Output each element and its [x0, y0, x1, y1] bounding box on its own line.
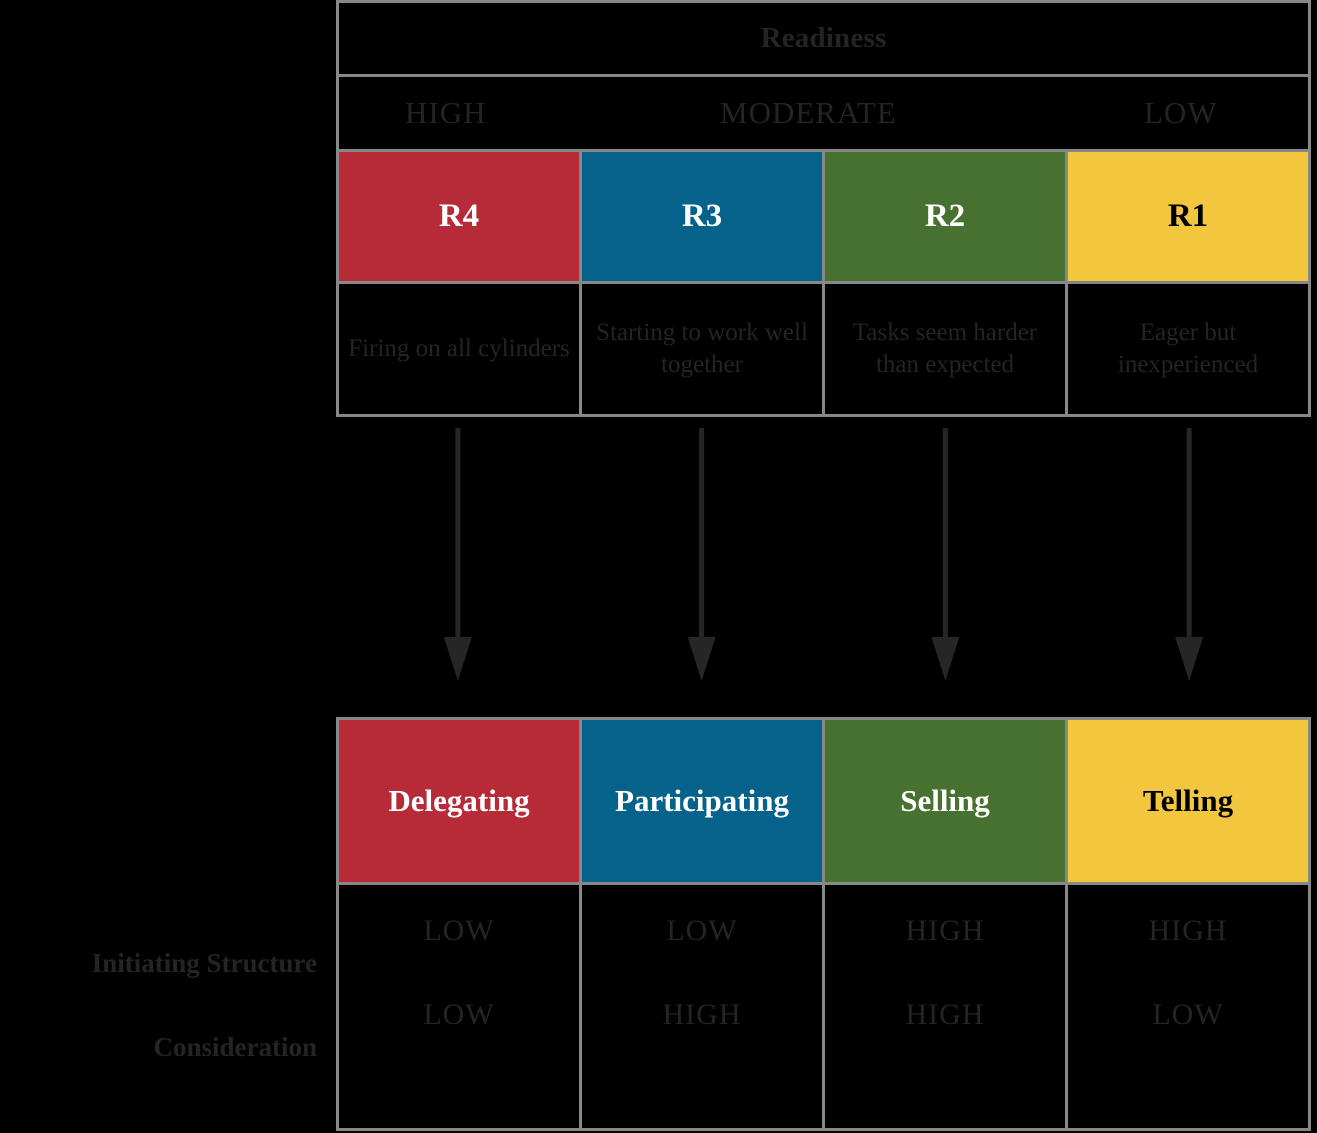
arrow-down-icon-r1	[1175, 428, 1204, 681]
leadership-styles-table: Delegating Participating Selling Telling…	[336, 717, 1311, 1131]
style-delegating: Delegating	[339, 720, 582, 882]
readiness-code-r3: R3	[582, 152, 825, 281]
styles-values-column-delegating: LOW LOW	[339, 885, 582, 1128]
initiating-structure-value-selling: HIGH	[905, 914, 985, 947]
consideration-value-selling: HIGH	[905, 998, 985, 1031]
readiness-code-r1: R1	[1068, 152, 1308, 281]
arrow-down-icon-r2	[931, 428, 960, 681]
readiness-title-row: Readiness	[339, 3, 1308, 77]
row-label-consideration: Consideration	[153, 1032, 317, 1062]
consideration-value-telling: LOW	[1152, 998, 1224, 1031]
readiness-level-high: HIGH	[405, 95, 487, 130]
readiness-level-low: LOW	[1144, 95, 1218, 130]
style-participating: Participating	[582, 720, 825, 882]
readiness-code-r2: R2	[825, 152, 1068, 281]
arrow-down-icon-r3	[687, 428, 716, 681]
readiness-description-r3: Starting to work well together	[582, 284, 825, 414]
arrow-group	[443, 428, 1204, 681]
consideration-value-participating: HIGH	[662, 998, 742, 1031]
styles-values-column-selling: HIGH HIGH	[825, 885, 1068, 1128]
arrow-down-icon-r4	[443, 428, 472, 681]
style-selling: Selling	[825, 720, 1068, 882]
consideration-value-delegating: LOW	[423, 998, 495, 1031]
readiness-level-moderate: MODERATE	[720, 95, 897, 130]
readiness-code-r4: R4	[339, 152, 582, 281]
style-telling: Telling	[1068, 720, 1308, 882]
styles-name-row: Delegating Participating Selling Telling	[339, 720, 1308, 882]
initiating-structure-value-participating: LOW	[666, 914, 738, 947]
readiness-levels-row: HIGH MODERATE LOW	[339, 77, 1308, 152]
readiness-description-r1: Eager but inexperienced	[1117, 319, 1259, 378]
row-label-initiating-structure: Initiating Structure	[91, 948, 317, 978]
styles-values-column-telling: HIGH LOW	[1068, 885, 1308, 1128]
readiness-description-r4: Firing on all cylinders	[339, 284, 582, 414]
initiating-structure-value-delegating: LOW	[423, 914, 495, 947]
styles-values-column-participating: LOW HIGH	[582, 885, 825, 1128]
readiness-title: Readiness	[339, 3, 1308, 77]
readiness-description-row: Firing on all cylinders Starting to work…	[339, 281, 1308, 414]
styles-values-block: LOW LOW LOW HIGH HIGH HIGH HIGH LOW	[339, 882, 1308, 1128]
readiness-description-r2: Tasks seem harder than expected	[825, 284, 1068, 414]
readiness-table: Readiness HIGH MODERATE LOW R4 R3 R2 R1 …	[336, 0, 1311, 417]
initiating-structure-value-telling: HIGH	[1148, 914, 1228, 947]
readiness-code-row: R4 R3 R2 R1	[339, 152, 1308, 281]
